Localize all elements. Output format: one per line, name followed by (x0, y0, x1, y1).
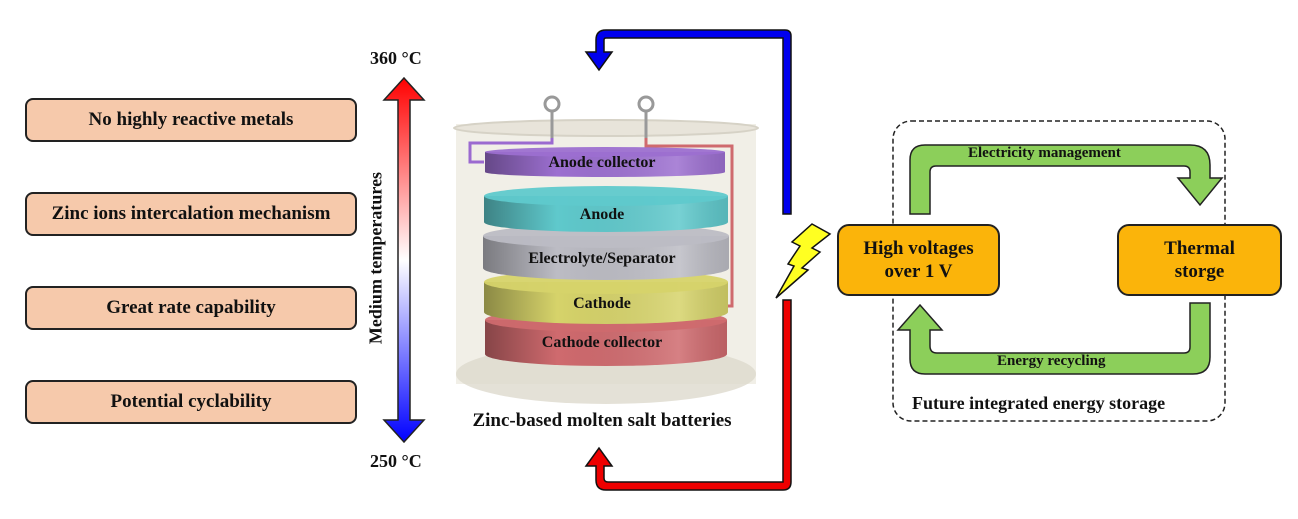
blue-flow-arrow (584, 29, 792, 215)
layer-label-anode-collector: Anode collector (548, 154, 656, 171)
medium-temperatures-label: Medium temperatures (365, 171, 386, 345)
battery-layer-4 (485, 308, 727, 366)
thermal-storage-line-1: Thermal (1164, 238, 1235, 259)
temperature-gradient-arrow (382, 76, 426, 444)
battery-caption: Zinc-based molten salt batteries (472, 410, 732, 431)
high-voltage-line-2: over 1 V (884, 261, 953, 282)
temp-low-label: 250 °C (370, 451, 422, 471)
high-voltage-line-1: High voltages (863, 238, 974, 259)
electricity-management-label: Electricity management (968, 145, 1121, 161)
red-flow-arrow (584, 299, 792, 491)
energy-recycling-label: Energy recycling (997, 353, 1106, 369)
cathode-terminal-icon (637, 95, 655, 113)
battery-cell-illustration (453, 95, 759, 404)
electricity-management-arrow (909, 144, 1224, 215)
high-voltage-box: High voltages over 1 V (837, 224, 1000, 296)
battery-layer-0 (485, 147, 725, 177)
feature-intercalation: Zinc ions intercalation mechanism (25, 192, 357, 236)
battery-layer-2 (483, 224, 729, 280)
temp-high-label: 360 °C (370, 48, 422, 68)
thermal-storage-box: Thermal storge (1117, 224, 1282, 296)
feature-cyclability: Potential cyclability (25, 380, 357, 424)
feature-rate-capability: Great rate capability (25, 286, 357, 330)
layer-label-cathode-collector: Cathode collector (541, 334, 663, 351)
battery-layer-1 (484, 186, 728, 232)
layer-label-cathode: Cathode (573, 295, 631, 312)
thermal-storage-line-2: storge (1174, 261, 1225, 282)
future-storage-title: Future integrated energy storage (912, 393, 1166, 413)
energy-recycling-arrow (896, 302, 1211, 375)
feature-no-reactive-metals: No highly reactive metals (25, 98, 357, 142)
anode-terminal-icon (543, 95, 561, 113)
layer-label-electrolyte: Electrolyte/Separator (528, 250, 676, 267)
lightning-icon (775, 223, 832, 299)
layer-label-anode: Anode (579, 206, 625, 223)
